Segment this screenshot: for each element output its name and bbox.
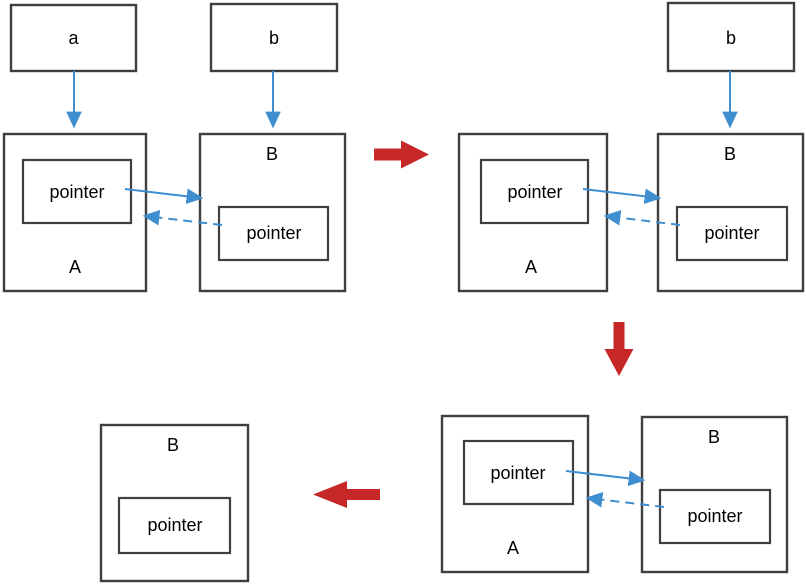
box-pointer-in-A-rect — [479, 158, 590, 225]
box-pointer-in-B-label: pointer — [246, 223, 301, 243]
arrow-B-pointer-to-A — [603, 209, 681, 226]
box-object-B: B pointer — [198, 132, 347, 293]
box-object-B-label: B — [724, 144, 736, 164]
box-pointer-in-B-rect — [675, 205, 789, 262]
step-arrow-left — [313, 481, 380, 508]
box-object-B-label: B — [708, 427, 720, 447]
panel-top-right: b A pointer B pointer — [457, 1, 805, 293]
box-var-b-rect — [209, 2, 339, 73]
box-pointer-in-B-rect — [217, 205, 330, 262]
box-pointer-in-A-rect — [21, 158, 133, 225]
box-object-B: B pointer — [99, 423, 250, 583]
step-arrow-left-shape — [313, 481, 380, 508]
box-var-a-rect — [9, 3, 138, 73]
box-var-b-label: b — [726, 28, 736, 48]
box-pointer-in-A-label: pointer — [49, 182, 104, 202]
box-var-b: b — [209, 2, 339, 73]
box-object-B: B pointer — [640, 415, 789, 574]
box-object-A: A pointer — [457, 132, 609, 293]
box-pointer-in-B-rect — [658, 488, 772, 545]
box-var-b: b — [666, 1, 796, 73]
box-pointer-in-A-rect — [462, 439, 575, 506]
box-object-A: A pointer — [440, 414, 590, 574]
box-pointer-in-A-label: pointer — [507, 182, 562, 202]
box-object-A-label: A — [69, 257, 81, 277]
box-object-B-label: B — [266, 144, 278, 164]
box-var-a-label: a — [68, 28, 79, 48]
box-pointer-in-B-label: pointer — [704, 223, 759, 243]
box-pointer-in-A-label: pointer — [490, 463, 545, 483]
step-arrow-down — [604, 322, 634, 376]
box-pointer-in-B-label: pointer — [687, 506, 742, 526]
box-object-A: A pointer — [2, 132, 148, 293]
box-object-A-label: A — [507, 538, 519, 558]
box-object-B-label: B — [167, 435, 179, 455]
step-arrow-right-shape — [374, 140, 429, 169]
panel-bottom-right: A pointer B pointer — [440, 414, 789, 574]
arrow-B-pointer-to-A — [585, 491, 665, 508]
arrow-A-pointer-to-B — [565, 470, 646, 487]
box-var-b-label: b — [269, 28, 279, 48]
box-object-B: B pointer — [656, 132, 805, 293]
box-var-b-rect — [666, 1, 796, 73]
panel-top-left: a b A pointer B pointer — [2, 2, 347, 293]
box-pointer-in-B-label: pointer — [147, 515, 202, 535]
arrow-A-pointer-to-B — [582, 188, 662, 205]
step-arrow-right — [374, 140, 429, 169]
box-var-a: a — [9, 3, 138, 73]
panel-bottom-left: B pointer — [99, 423, 250, 583]
box-pointer-in-B-rect — [117, 496, 232, 555]
arrow-B-pointer-to-A — [142, 209, 223, 226]
box-object-A-label: A — [525, 257, 537, 277]
arrow-A-pointer-to-B — [124, 188, 204, 205]
step-arrow-down-shape — [604, 322, 634, 376]
